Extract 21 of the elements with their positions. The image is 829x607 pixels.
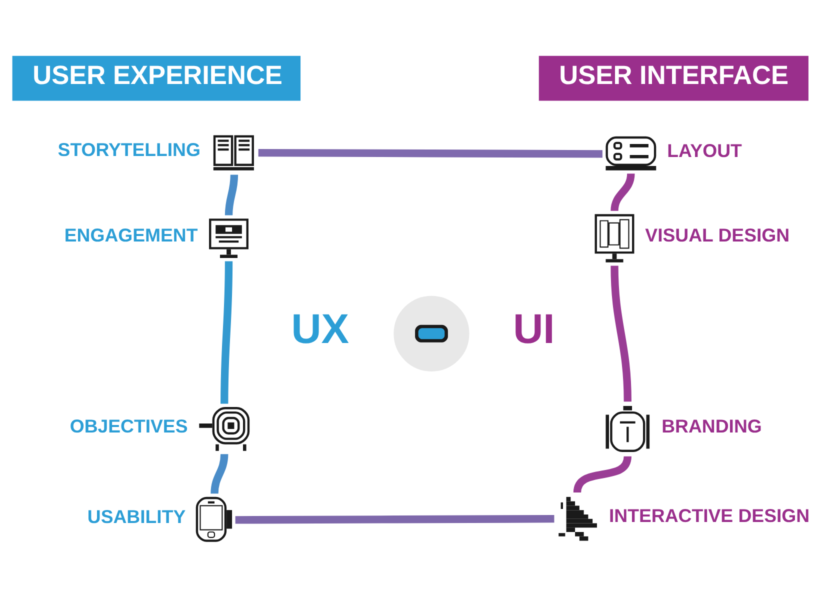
node-circle [394,296,470,372]
label: UX [291,304,350,352]
connector [220,261,233,404]
connector [224,174,238,216]
connector [610,266,632,402]
connector [210,454,228,494]
connector [573,456,632,494]
label: UI [513,304,555,352]
node-label: BRANDING [662,415,762,436]
connector [258,148,602,158]
node-label: VISUAL DESIGN [645,224,790,246]
connector [235,515,554,524]
node-label: OBJECTIVES [70,415,188,436]
node-box: USER EXPERIENCE [12,56,301,101]
node-label: LAYOUT [667,140,742,161]
node-label: ENGAGEMENT [64,224,198,246]
node-label: INTERACTIVE DESIGN [609,505,810,526]
connector [610,173,635,212]
node-label: USABILITY [87,506,186,527]
node-label: STORYTELLING [58,139,200,160]
node-box: USER INTERFACE [538,56,808,101]
